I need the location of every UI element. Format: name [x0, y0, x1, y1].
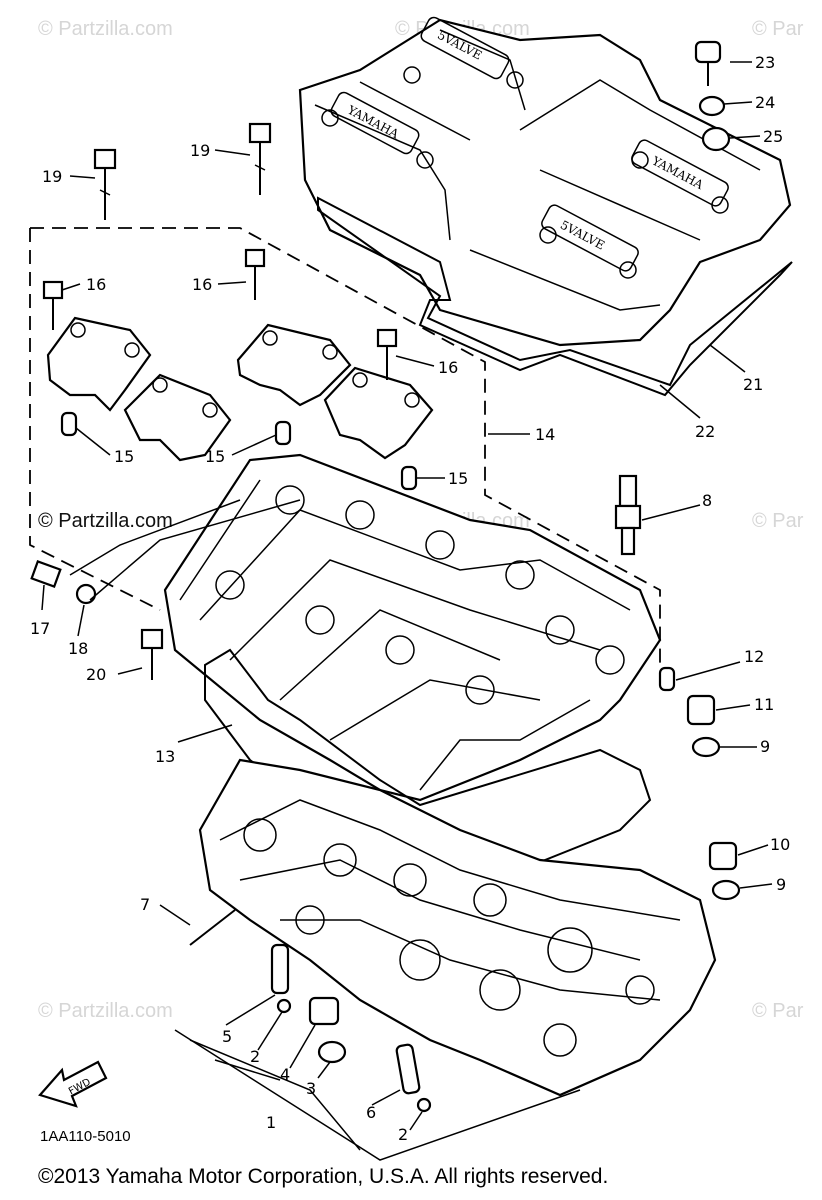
callout-19-left: 19: [42, 167, 62, 186]
cover-label-plate-2: [420, 16, 510, 80]
callout-25: 25: [763, 127, 783, 146]
callout-21: 21: [743, 375, 763, 394]
callout-22: 22: [695, 422, 715, 441]
camshaft-cap-group-2[interactable]: [236, 323, 434, 460]
watermark-top-left: © Partzilla.com: [38, 18, 173, 40]
callout-18: 18: [68, 639, 88, 658]
clip-2-b[interactable]: [416, 1097, 432, 1113]
washer-9-upper[interactable]: [691, 736, 721, 758]
callout-16-right: 16: [438, 358, 458, 377]
cylinder-head[interactable]: [198, 758, 717, 1097]
cover-label-plate-4: [541, 204, 639, 272]
callout-24: 24: [755, 93, 775, 112]
cover-label-plate-1: [330, 91, 420, 155]
bolt-20[interactable]: [140, 628, 164, 680]
callout-15-left: 15: [114, 447, 134, 466]
callout-10: 10: [770, 835, 790, 854]
bolt-19-left[interactable]: [93, 148, 117, 220]
plug-17[interactable]: [30, 560, 62, 588]
spark-plug[interactable]: [614, 474, 642, 556]
callout-16-left: 16: [86, 275, 106, 294]
washer-9-lower[interactable]: [711, 879, 741, 901]
callout-17: 17: [30, 619, 50, 638]
camshaft-housing[interactable]: [163, 453, 662, 802]
clip-2-a[interactable]: [276, 998, 292, 1014]
callout-9-upper: 9: [760, 737, 770, 756]
watermark-mid-left: © Partzilla.com: [38, 510, 173, 532]
callout-4: 4: [280, 1065, 290, 1084]
leader-lines: [41, 61, 773, 1161]
callout-3: 3: [306, 1079, 316, 1098]
valve-guide-6[interactable]: [395, 1043, 421, 1095]
dowel-12[interactable]: [658, 666, 676, 692]
callout-2-left: 2: [250, 1047, 260, 1066]
callout-16-center: 16: [192, 275, 212, 294]
valve-cover-gasket[interactable]: [317, 196, 793, 397]
callout-19-center: 19: [190, 141, 210, 160]
callout-1: 1: [266, 1113, 276, 1132]
callout-6: 6: [366, 1103, 376, 1122]
callout-14: 14: [535, 425, 555, 444]
copyright-notice: ©2013 Yamaha Motor Corporation, U.S.A. A…: [38, 1165, 609, 1188]
bolt-23[interactable]: [694, 40, 722, 86]
dowel-15-c[interactable]: [400, 465, 418, 491]
callout-numbers: 23 24 25 19 19 16 16 16 15 15 15 14 8 21…: [30, 53, 790, 1144]
assembly-boundary-dashed: [29, 227, 661, 665]
callout-2-right: 2: [398, 1125, 408, 1144]
washer-3[interactable]: [317, 1040, 347, 1064]
valve-guide-5[interactable]: [270, 943, 290, 995]
valve-cover[interactable]: YAMAHA YAMAHA 5VALVE 5VALVE: [298, 15, 792, 347]
plug-11[interactable]: [686, 694, 716, 726]
watermark-bottom-right: © Par: [752, 1000, 804, 1022]
callout-9-lower: 9: [776, 875, 786, 894]
bolt-16-b[interactable]: [244, 248, 266, 300]
callout-12: 12: [744, 647, 764, 666]
callout-13: 13: [155, 747, 175, 766]
camshaft-cap-group-1[interactable]: [46, 316, 232, 462]
cover-label-plate-3: [631, 139, 729, 207]
bolt-16-a[interactable]: [42, 280, 64, 330]
callout-7: 7: [140, 895, 150, 914]
callout-15-center: 15: [205, 447, 225, 466]
plug-4[interactable]: [308, 996, 340, 1026]
callout-5: 5: [222, 1027, 232, 1046]
bolt-16-c[interactable]: [376, 328, 398, 380]
forward-arrow-icon: FWD: [38, 1060, 108, 1108]
callout-20: 20: [86, 665, 106, 684]
watermark-top-right: © Par: [752, 18, 804, 40]
washer-18[interactable]: [75, 583, 97, 605]
plug-10[interactable]: [708, 841, 738, 871]
callout-23: 23: [755, 53, 775, 72]
dowel-15-b[interactable]: [274, 420, 292, 446]
watermark-mid-right: © Par: [752, 510, 804, 532]
drawing-code: 1AA110-5010: [40, 1128, 131, 1145]
watermark-bottom-left: © Partzilla.com: [38, 1000, 173, 1022]
grommet-25[interactable]: [701, 126, 731, 152]
callout-11: 11: [754, 695, 774, 714]
callout-15-right: 15: [448, 469, 468, 488]
callout-8: 8: [702, 491, 712, 510]
bolt-19-center[interactable]: [248, 122, 272, 195]
dowel-15-a[interactable]: [60, 411, 78, 437]
stud-7[interactable]: [189, 909, 236, 946]
washer-24[interactable]: [698, 95, 726, 117]
